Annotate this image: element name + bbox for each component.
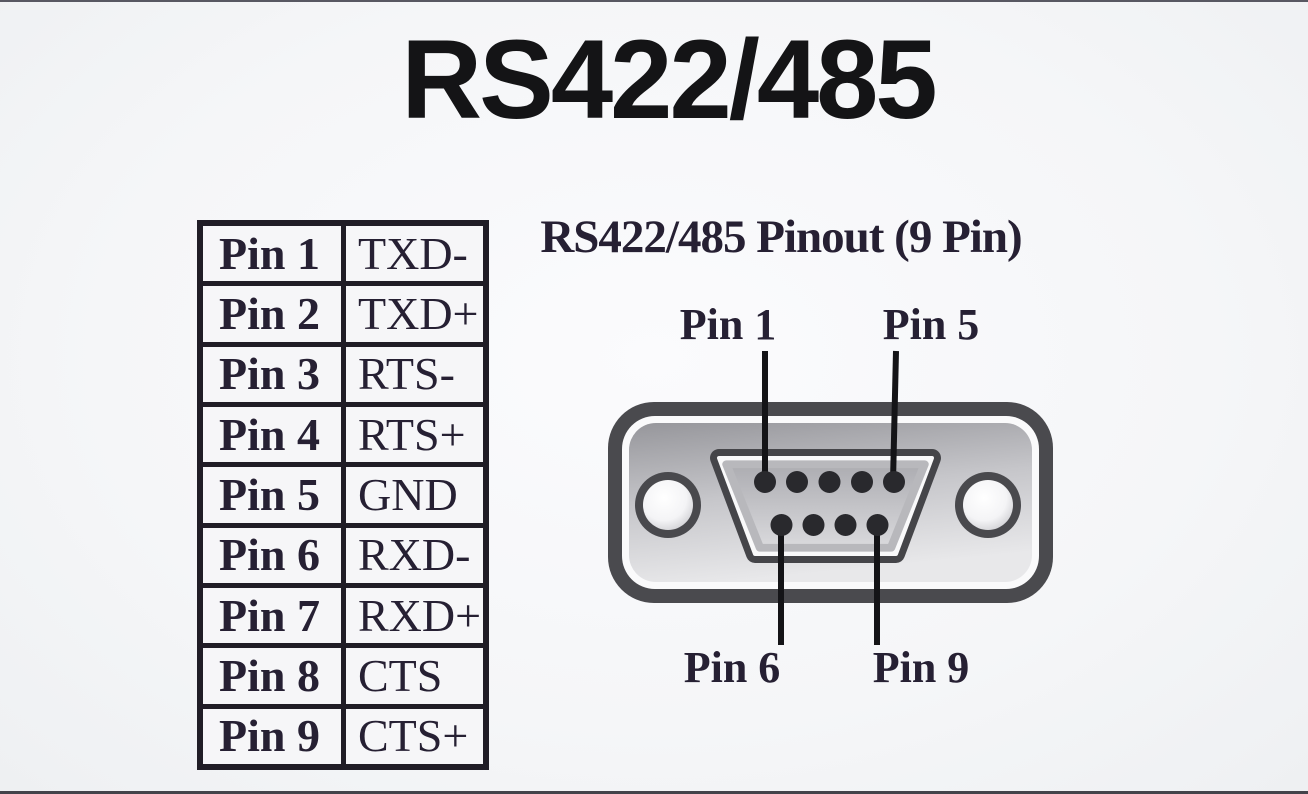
pin-number-cell: Pin 5 <box>203 467 341 523</box>
table-row: Pin 4 RTS+ <box>203 406 483 463</box>
signal-name-cell: GND <box>346 467 483 523</box>
pin-number-cell: Pin 3 <box>203 346 341 402</box>
pin-number-cell: Pin 4 <box>203 406 341 463</box>
signal-name-cell: TXD+ <box>346 286 483 342</box>
pin-hole-3 <box>818 471 841 493</box>
table-row: Pin 5 GND <box>203 467 483 523</box>
pin-hole-8 <box>834 514 857 536</box>
pin-number-cell: Pin 9 <box>203 708 341 764</box>
table-row: Pin 1 TXD- <box>203 226 483 282</box>
pinout-section-heading: RS422/485 Pinout (9 Pin) <box>540 211 1022 263</box>
pin-hole-7 <box>802 514 825 536</box>
page-title: RS422/485 <box>401 17 937 142</box>
pin-hole-5 <box>883 471 905 493</box>
leader-line-pin5 <box>890 350 899 483</box>
pin-hole-6 <box>770 514 793 536</box>
callout-label-pin9: Pin 9 <box>872 643 970 692</box>
screw-hole-left <box>635 472 701 538</box>
signal-name-cell: TXD- <box>346 226 483 282</box>
table-row: Pin 8 CTS <box>203 648 483 704</box>
signal-name-cell: CTS+ <box>346 708 483 764</box>
pin-hole-1 <box>754 471 776 493</box>
table-row: Pin 3 RTS- <box>203 346 483 402</box>
pin-signal-table: Pin 1 TXD- Pin 2 TXD+ Pin 3 RTS- Pin 4 R… <box>197 220 489 770</box>
pin-hole-2 <box>786 471 808 493</box>
table-row: Pin 6 RXD- <box>203 527 483 583</box>
pin-number-cell: Pin 7 <box>203 587 341 644</box>
pin-hole-4 <box>851 471 873 493</box>
callout-label-pin5: Pin 5 <box>882 300 980 349</box>
table-row: Pin 9 CTS+ <box>203 708 483 764</box>
table-row: Pin 2 TXD+ <box>203 286 483 342</box>
pin-hole-9 <box>866 514 889 536</box>
signal-name-cell: RTS- <box>346 346 483 402</box>
pin-number-cell: Pin 6 <box>203 527 341 583</box>
callout-label-pin1: Pin 1 <box>679 300 777 349</box>
signal-name-cell: RXD- <box>346 527 483 583</box>
pin-number-cell: Pin 2 <box>203 286 341 342</box>
pin-number-cell: Pin 8 <box>203 648 341 704</box>
signal-name-cell: RTS+ <box>346 406 483 463</box>
signal-name-cell: RXD+ <box>346 587 483 644</box>
table-row: Pin 7 RXD+ <box>203 587 483 644</box>
signal-name-cell: CTS <box>346 648 483 704</box>
screw-hole-right <box>955 472 1021 538</box>
pin-number-cell: Pin 1 <box>203 226 341 282</box>
callout-label-pin6: Pin 6 <box>683 643 781 692</box>
